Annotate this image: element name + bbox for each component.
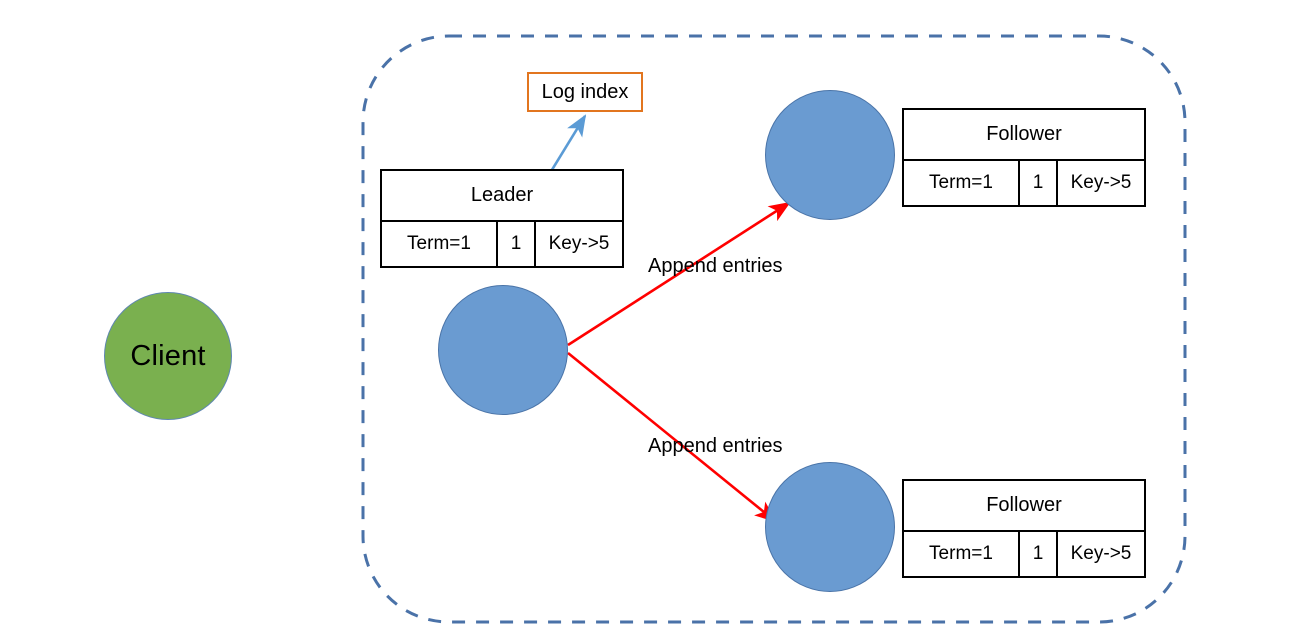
follower-bottom-node[interactable] [765,462,895,592]
client-node[interactable]: Client [104,292,232,420]
leader-log-command-cell: Key->5 [548,233,610,254]
append-entries-arrow-top [567,201,791,347]
follower-bottom-log-entry-row: Term=1 1 Key->5 [904,532,1144,576]
follower-top-log-entry-row: Term=1 1 Key->5 [904,161,1144,205]
raft-cluster-boundary [361,34,1187,624]
follower-top-node[interactable] [765,90,895,220]
follower-bottom-log-term-cell: Term=1 [904,532,1020,576]
follower-top-log-command-cell: Key->5 [1070,172,1132,193]
follower-bottom-log-table: Follower Term=1 1 Key->5 [902,479,1146,578]
follower-bottom-role-label: Follower [904,481,1144,532]
leader-role-label: Leader [382,171,622,222]
log-index-callout-label: Log index [541,80,629,103]
leader-log-index-cell: 1 [498,222,536,266]
follower-top-log-index-cell: 1 [1020,161,1058,205]
append-entries-label-top: Append entries [648,255,783,277]
leader-log-entry-row: Term=1 1 Key->5 [382,222,622,266]
follower-top-role-label: Follower [904,110,1144,161]
log-index-callout: Log index [527,72,643,112]
append-entries-label-bottom: Append entries [648,435,783,457]
follower-bottom-log-index-cell: 1 [1020,532,1058,576]
follower-top-log-table: Follower Term=1 1 Key->5 [902,108,1146,207]
leader-log-table: Leader Term=1 1 Key->5 [380,169,624,268]
client-label: Client [130,339,206,372]
append-entries-arrow-bottom [567,351,777,523]
follower-top-log-term-cell: Term=1 [904,161,1020,205]
leader-node[interactable] [438,285,568,415]
follower-bottom-log-command-cell: Key->5 [1070,543,1132,564]
leader-log-term-cell: Term=1 [382,222,498,266]
